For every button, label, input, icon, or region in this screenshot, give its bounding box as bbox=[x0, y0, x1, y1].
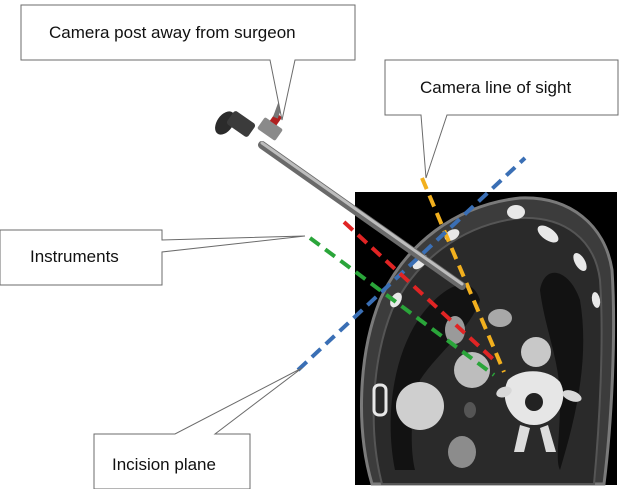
thoracoscope-icon bbox=[215, 99, 466, 290]
instruments-callout: Instruments bbox=[0, 229, 306, 286]
incision-plane-label: Incision plane bbox=[112, 455, 216, 474]
incision-plane-callout: Incision plane bbox=[93, 367, 303, 489]
camera-sight-callout: Camera line of sight bbox=[384, 59, 619, 179]
instruments-label: Instruments bbox=[30, 247, 119, 266]
instrument-line-green bbox=[308, 236, 496, 377]
camera-post-callout: Camera post away from surgeon bbox=[20, 4, 356, 121]
instrument-line-red bbox=[342, 220, 496, 362]
ct-scan-image bbox=[355, 192, 617, 486]
camera-sight-label: Camera line of sight bbox=[420, 78, 571, 97]
camera-line-of-sight bbox=[420, 177, 506, 373]
incision-plane-line bbox=[296, 156, 527, 372]
camera-post-label: Camera post away from surgeon bbox=[49, 23, 296, 42]
